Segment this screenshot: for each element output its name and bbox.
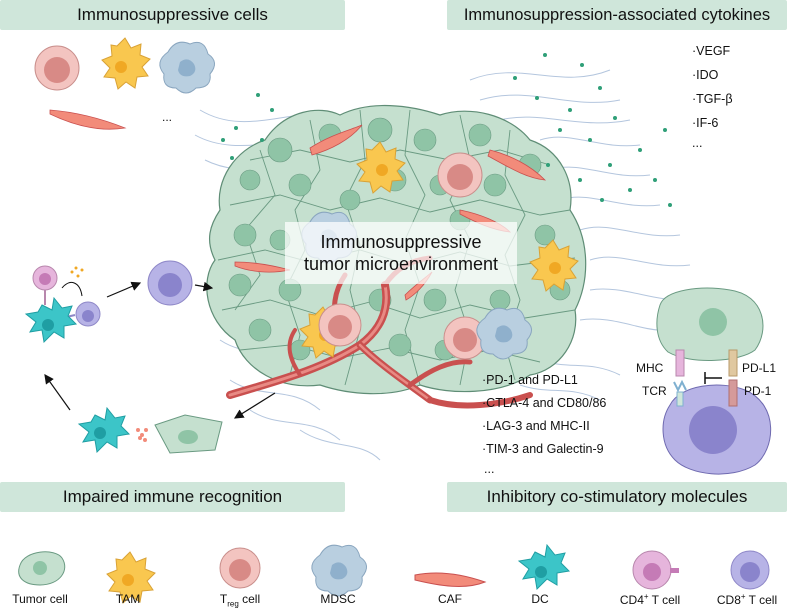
molecule-lag3-mhc2: ·LAG-3 and MHC-II [482, 419, 590, 433]
cytokine-vegf: ·VEGF [692, 44, 731, 58]
cytokine-tgf-b: ·TGF-β [692, 92, 733, 106]
banner-inhibitory-molecules: Inhibitory co-stimulatory molecules [447, 482, 787, 512]
label-pd1: PD-1 [744, 384, 772, 398]
banner-impaired-recognition: Impaired immune recognition [0, 482, 345, 512]
banner-immunosuppressive-cells: Immunosuppressive cells [0, 0, 345, 30]
label-mhc: MHC [636, 361, 664, 375]
banner-cytokines: Immunosuppression-associated cytokines [447, 0, 787, 30]
legend-cd4: CD4+ T cell [600, 592, 700, 607]
legend-cd8: CD8+ T cell [697, 592, 787, 607]
cytokine-ellipsis: ... [692, 136, 703, 150]
legend-treg-sub: reg [227, 599, 239, 609]
legend-dc: DC [531, 592, 549, 606]
molecule-tim3-galectin9: ·TIM-3 and Galectin-9 [482, 442, 604, 456]
legend-treg: Treg cell [190, 592, 290, 608]
center-label-line1: Immunosuppressive [320, 232, 482, 252]
cell-examples-top [34, 37, 215, 130]
molecule-ctla4-cd80: ·CTLA-4 and CD80/86 [482, 396, 607, 410]
blood-vessels [226, 255, 533, 409]
center-label: Immunosuppressive tumor microenvironment [285, 222, 517, 284]
legend-treg-tail: cell [238, 592, 261, 606]
legend-cd8-main: CD8 [716, 593, 741, 607]
legend-cd4-sup: + [643, 592, 649, 601]
legend-cd4-tail: T cell [648, 593, 681, 607]
molecule-ellipsis: ... [484, 462, 495, 476]
legend-treg-main: T [219, 592, 228, 606]
cells-ellipsis: ... [162, 110, 173, 124]
cytokine-if-6: ·IF-6 [692, 116, 719, 130]
molecule-pd1-pdl1: ·PD-1 and PD-L1 [482, 373, 578, 387]
legend-cd8-sup: + [740, 592, 746, 601]
center-label-line2: tumor microenvironment [303, 254, 499, 274]
label-pdl1: PD-L1 [742, 361, 777, 375]
legend-tam: TAM [115, 592, 141, 606]
cytokine-ido: ·IDO [692, 68, 719, 82]
label-tcr: TCR [642, 384, 667, 398]
immune-cycle [24, 260, 276, 454]
legend-caf: CAF [438, 592, 462, 606]
legend-tumor-cell: Tumor cell [12, 592, 68, 606]
legend-mdsc: MDSC [320, 592, 356, 606]
legend-icons [18, 543, 770, 604]
immune-synapse [656, 287, 772, 475]
legend-cd4-main: CD4 [619, 593, 644, 607]
caf-cells [234, 124, 547, 336]
legend-cd8-tail: T cell [745, 593, 778, 607]
cytokine-dots [221, 53, 672, 207]
